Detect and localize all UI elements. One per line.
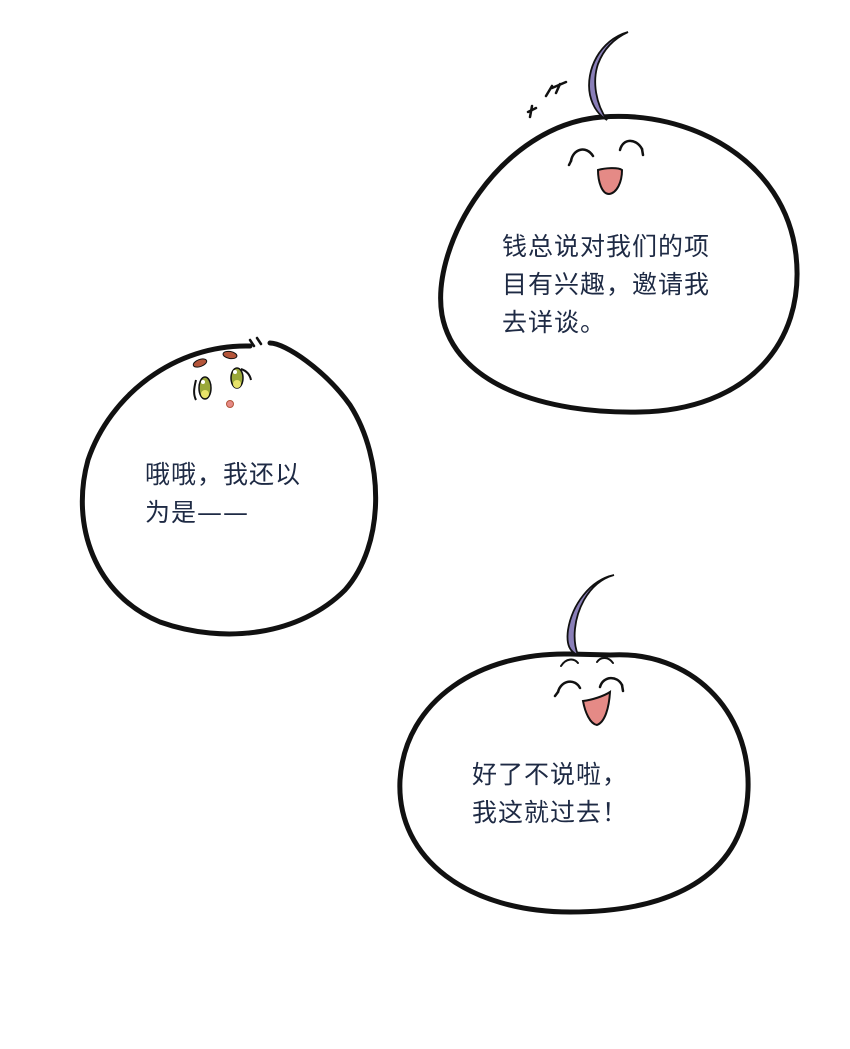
hair-strand-icon <box>588 31 629 121</box>
speech-bubble-bottom-right <box>397 574 751 915</box>
dialogue-line: 为是—— <box>145 498 250 527</box>
dialogue-line: 哦哦，我还以 <box>145 460 302 489</box>
dialogue-line: 去详谈。 <box>502 308 607 337</box>
dialogue-line: 目有兴趣，邀请我 <box>502 270 711 299</box>
small-mouth-icon <box>226 400 234 408</box>
open-mouth-icon <box>596 167 624 196</box>
shock-marks-icon <box>248 336 263 348</box>
closed-happy-eyes-icon <box>567 139 645 167</box>
sparkle-marks-icon <box>526 80 568 119</box>
bubble-outline <box>438 113 800 415</box>
dialogue-line: 好了不说啦， <box>472 760 629 789</box>
bubble-text-middle-left: 哦哦，我还以 为是—— <box>145 456 301 532</box>
bubble-text-top-right: 钱总说对我们的项 目有兴趣，邀请我 去详谈。 <box>502 228 710 342</box>
closed-happy-eyes-icon <box>553 676 625 698</box>
eyebrow-left-icon <box>192 358 208 368</box>
dialogue-line: 钱总说对我们的项 <box>502 232 711 261</box>
bubble-text-bottom-right: 好了不说啦， 我这就过去！ <box>472 756 628 832</box>
eyebrow-right-icon <box>222 350 238 360</box>
bubble-outline <box>79 340 379 637</box>
eyebrows-icon <box>560 657 614 667</box>
bubble-outline <box>397 651 751 915</box>
worried-eyes-icon <box>193 367 252 401</box>
dialogue-line: 我这就过去！ <box>472 798 629 827</box>
open-mouth-icon <box>581 690 612 727</box>
hair-strand-icon <box>566 574 615 657</box>
speech-bubble-top-right <box>438 31 800 415</box>
speech-bubble-middle-left <box>79 336 379 637</box>
